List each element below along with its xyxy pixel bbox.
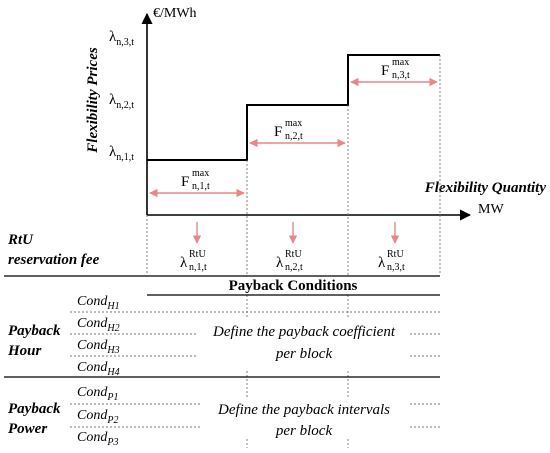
svg-text:RtU: RtU (387, 249, 404, 260)
svg-text:n,1,t: n,1,t (189, 262, 207, 273)
svg-text:λ: λ (180, 255, 188, 271)
svg-text:CondH2: CondH2 (77, 316, 120, 334)
block-label-3: F max n,3,t (381, 57, 410, 81)
svg-text:λ: λ (378, 255, 386, 271)
svg-text:max: max (392, 57, 409, 68)
rtu-label-2: λ RtU n,2,t (276, 249, 303, 273)
payback-title: Payback Conditions (229, 278, 358, 294)
svg-text:n,3,t: n,3,t (392, 70, 410, 81)
svg-text:n,3,t: n,3,t (387, 262, 405, 273)
condition-p2: CondP2 (77, 408, 118, 426)
block-label-1: F max n,1,t (181, 168, 210, 192)
svg-text:max: max (192, 168, 209, 179)
condition-p1: CondP1 (77, 385, 118, 403)
payback-power-text-line2: per block (275, 423, 333, 439)
condition-p3: CondP3 (77, 430, 118, 448)
svg-text:RtU: RtU (189, 249, 206, 260)
svg-text:max: max (285, 118, 302, 129)
payback-power-text-line1: Define the payback intervals (217, 402, 390, 418)
svg-text:λn,2,t: λn,2,t (109, 92, 134, 111)
svg-text:n,1,t: n,1,t (192, 181, 210, 192)
payback-hour-text-line2: per block (275, 346, 333, 362)
condition-h3: CondH3 (77, 338, 120, 356)
condition-h2: CondH2 (77, 316, 120, 334)
svg-text:λ: λ (276, 255, 284, 271)
svg-text:CondP1: CondP1 (77, 385, 118, 403)
price-label-3: λn,3,t (109, 29, 134, 48)
svg-text:CondH1: CondH1 (77, 294, 120, 312)
svg-text:F: F (181, 174, 189, 190)
payback-power-heading-line1: Payback (8, 401, 61, 417)
svg-text:n,2,t: n,2,t (285, 131, 303, 142)
y-unit-label: €/MWh (153, 6, 197, 21)
y-axis-title: Flexibility Prices (85, 47, 101, 154)
svg-text:CondH4: CondH4 (77, 360, 120, 378)
price-label-1: λn,1,t (109, 144, 134, 163)
payback-hour-heading-line2: Hour (7, 343, 42, 359)
svg-text:F: F (274, 124, 282, 140)
payback-power-heading-line2: Power (8, 421, 47, 437)
x-axis-title: Flexibility Quantity (424, 180, 547, 196)
svg-text:F: F (381, 63, 389, 79)
price-label-2: λn,2,t (109, 92, 134, 111)
rtu-heading-line1: RtU (7, 232, 34, 248)
power-text-mask (200, 398, 408, 438)
block-label-2: F max n,2,t (274, 118, 303, 142)
x-unit-label: MW (478, 202, 504, 217)
rtu-label-3: λ RtU n,3,t (378, 249, 405, 273)
svg-text:CondP3: CondP3 (77, 430, 118, 448)
svg-text:λn,3,t: λn,3,t (109, 29, 134, 48)
condition-h4: CondH4 (77, 360, 120, 378)
svg-text:λn,1,t: λn,1,t (109, 144, 134, 163)
svg-text:CondP2: CondP2 (77, 408, 118, 426)
rtu-heading-line2: reservation fee (8, 252, 100, 268)
payback-hour-text-line1: Define the payback coefficient (212, 324, 396, 340)
svg-text:n,2,t: n,2,t (285, 262, 303, 273)
rtu-label-1: λ RtU n,1,t (180, 249, 207, 273)
payback-hour-heading-line1: Payback (8, 323, 61, 339)
hour-text-mask (198, 319, 410, 369)
svg-text:RtU: RtU (285, 249, 302, 260)
price-step-curve (147, 54, 440, 161)
condition-h1: CondH1 (77, 294, 120, 312)
svg-text:CondH3: CondH3 (77, 338, 120, 356)
